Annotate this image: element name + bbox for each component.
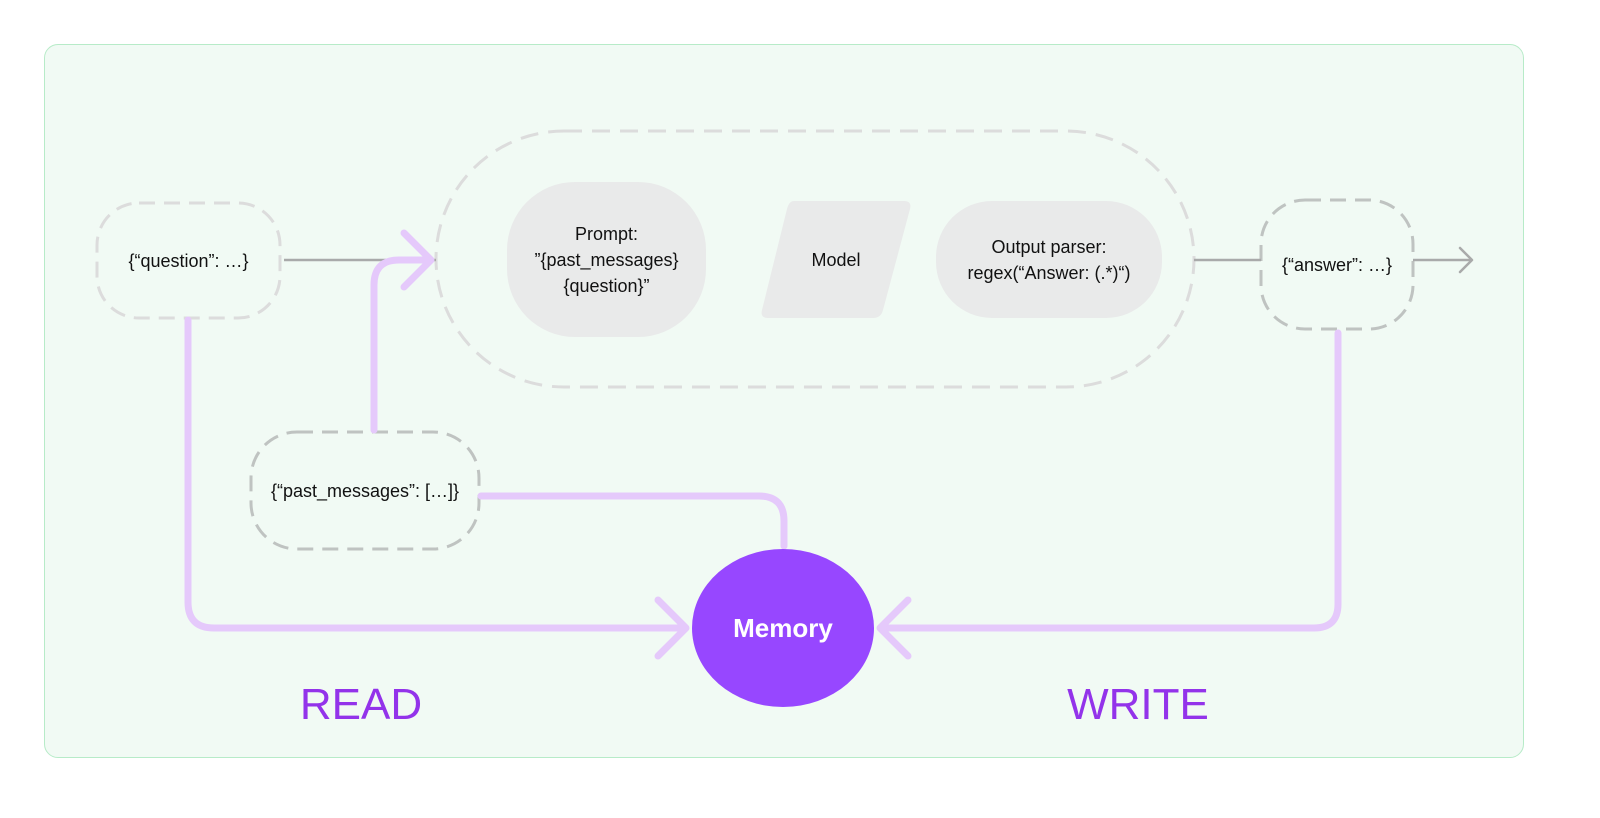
read-label: READ <box>299 680 423 729</box>
memory-to-past-messages-line <box>477 492 788 550</box>
prompt-node <box>507 182 706 337</box>
question-input-label: {“question”: …} <box>128 250 249 271</box>
past-messages-arrowhead <box>400 229 435 291</box>
prompt-label: Prompt: ”{past_messages} {question}” <box>534 223 679 296</box>
past-messages-label: {“past_messages”: […]} <box>270 480 460 501</box>
model-label: Model <box>811 249 861 270</box>
write-arrowhead <box>876 596 912 660</box>
output-parser-node <box>936 201 1162 318</box>
read-arrowhead <box>654 596 690 660</box>
read-flow-line <box>184 316 688 632</box>
memory-node <box>692 549 874 707</box>
output-exit-arrowhead <box>1458 246 1474 274</box>
past-messages-node <box>249 430 481 551</box>
answer-output-label: {“answer”: …} <box>1281 254 1393 275</box>
memory-label: Memory <box>733 613 833 643</box>
answer-output-node <box>1259 198 1415 331</box>
output-parser-label: Output parser: regex(“Answer: (.*)“) <box>967 236 1131 283</box>
past-messages-to-chain-line <box>370 256 434 434</box>
write-label: WRITE <box>1067 680 1209 729</box>
model-node <box>761 201 911 318</box>
write-flow-line <box>878 329 1342 632</box>
